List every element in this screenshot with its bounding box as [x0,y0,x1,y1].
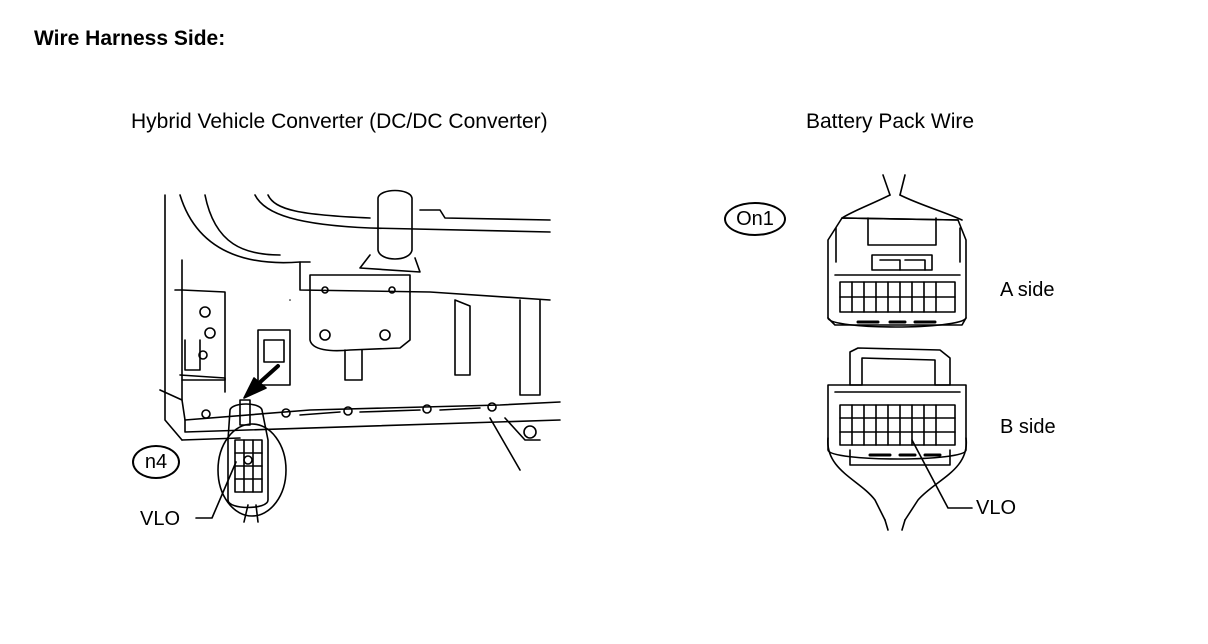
n4-connector-callout: n4 [132,445,180,479]
b-side-label: B side [1000,416,1056,438]
right-panel-title: Battery Pack Wire [806,110,975,133]
n4-vlo-label: VLO [140,508,181,530]
on1-b-side-illustration [827,347,967,531]
on1-vlo-label: VLO [976,497,1017,519]
n4-connector-illustration [217,399,287,523]
on1-a-side-illustration [827,174,967,328]
page-heading: Wire Harness Side: [34,27,226,50]
left-panel-title: Hybrid Vehicle Converter (DC/DC Converte… [131,110,548,133]
a-side-label: A side [1000,279,1055,301]
converter-body-illustration [159,189,561,471]
on1-connector-callout: On1 [724,202,786,236]
